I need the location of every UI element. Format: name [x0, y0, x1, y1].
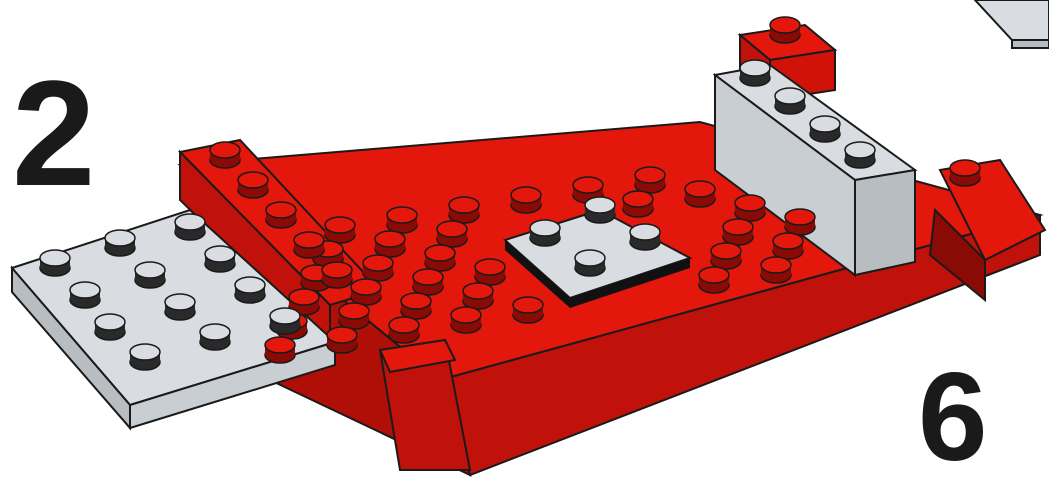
red-stud	[451, 307, 481, 333]
grey-stud	[810, 116, 840, 142]
red-stud	[294, 232, 324, 258]
partial-grey-plate-top-right	[975, 0, 1049, 48]
red-stud	[425, 245, 455, 271]
red-stud	[685, 181, 715, 207]
red-stud	[513, 297, 543, 323]
red-stud	[210, 142, 240, 168]
grey-stud	[105, 230, 135, 256]
red-stud	[761, 257, 791, 283]
grey-stud	[530, 220, 560, 246]
red-stud	[475, 259, 505, 285]
red-stud	[413, 269, 443, 295]
grey-stud	[135, 262, 165, 288]
red-stud	[265, 337, 295, 363]
grey-stud	[575, 250, 605, 276]
grey-stud	[70, 282, 100, 308]
step-number-right: 6	[918, 355, 988, 480]
red-stud	[322, 262, 352, 288]
red-stud	[363, 255, 393, 281]
red-stud	[711, 243, 741, 269]
red-stud	[511, 187, 541, 213]
grey-stud	[130, 344, 160, 370]
red-stud	[635, 167, 665, 193]
grey-stud	[40, 250, 70, 276]
grey-stud	[775, 88, 805, 114]
red-stud	[266, 202, 296, 228]
step-number-left: 2	[12, 58, 95, 208]
red-stud	[735, 195, 765, 221]
red-stud	[238, 172, 268, 198]
red-stud	[389, 317, 419, 343]
red-stud	[623, 191, 653, 217]
red-stud	[785, 209, 815, 235]
red-stud	[773, 233, 803, 259]
red-stud	[950, 160, 980, 186]
grey-stud	[740, 60, 770, 86]
grey-stud	[165, 294, 195, 320]
red-stud	[375, 231, 405, 257]
red-stud	[437, 221, 467, 247]
red-stud	[401, 293, 431, 319]
grey-stud	[235, 277, 265, 303]
grey-stud	[270, 308, 300, 334]
red-stud	[463, 283, 493, 309]
grey-stud	[175, 214, 205, 240]
grey-stud	[585, 197, 615, 223]
red-stud	[449, 197, 479, 223]
red-stud	[387, 207, 417, 233]
red-stud	[699, 267, 729, 293]
red-stud	[339, 303, 369, 329]
grey-stud	[845, 142, 875, 168]
red-stud	[327, 327, 357, 353]
grey-stud	[200, 324, 230, 350]
red-stud	[325, 217, 355, 243]
grey-stud	[630, 224, 660, 250]
grey-stud	[95, 314, 125, 340]
grey-stud	[205, 246, 235, 272]
red-stud	[723, 219, 753, 245]
red-stud	[770, 17, 800, 43]
red-stud	[351, 279, 381, 305]
